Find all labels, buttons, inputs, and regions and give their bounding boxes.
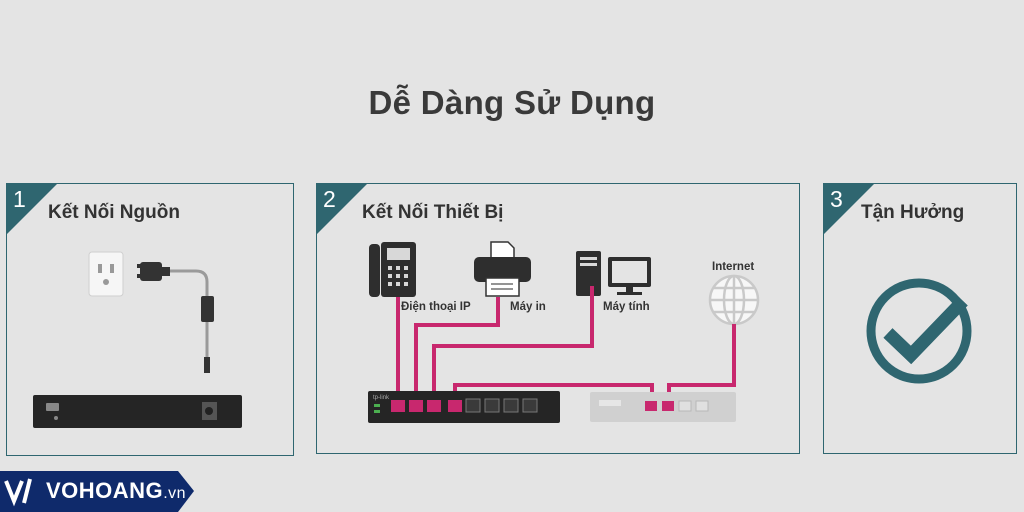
printer-label: Máy in — [510, 301, 546, 313]
step-3-corner — [824, 184, 874, 234]
computer-label: Máy tính — [603, 301, 650, 313]
power-plug-icon — [137, 262, 214, 373]
brand-domain: .vn — [163, 485, 187, 502]
computer-icon — [576, 251, 651, 296]
brand-logo-icon — [4, 478, 32, 507]
wall-outlet-icon — [88, 251, 124, 297]
modem-icon — [590, 392, 736, 422]
ip-phone-label: Điện thoại IP — [401, 301, 471, 313]
network-switch-icon: tp-link — [368, 391, 560, 423]
brand-name-text: VOHOANG — [46, 478, 164, 503]
step-3-number: 3 — [830, 186, 843, 212]
switch-rear-icon — [33, 395, 242, 428]
brand-name: VOHOANG.vn — [46, 478, 186, 504]
step-1-title: Kết Nối Nguồn — [48, 202, 180, 223]
step-1-corner — [7, 184, 57, 234]
printer-icon — [474, 241, 531, 297]
step-1-number: 1 — [13, 186, 26, 212]
step-2-title: Kết Nối Thiết Bị — [362, 202, 504, 223]
ip-phone-icon — [369, 242, 416, 297]
check-circle-icon — [866, 278, 972, 384]
internet-label: Internet — [712, 261, 755, 273]
step-2-number: 2 — [323, 186, 336, 212]
brand-banner — [0, 471, 194, 512]
step-3-panel: 3 Tận Hưởng — [823, 183, 1017, 454]
page-title: Dễ Dàng Sử Dụng — [368, 84, 656, 121]
step-2-corner — [317, 184, 367, 234]
step-3-title: Tận Hưởng — [861, 202, 965, 223]
svg-text:tp-link: tp-link — [373, 395, 390, 401]
